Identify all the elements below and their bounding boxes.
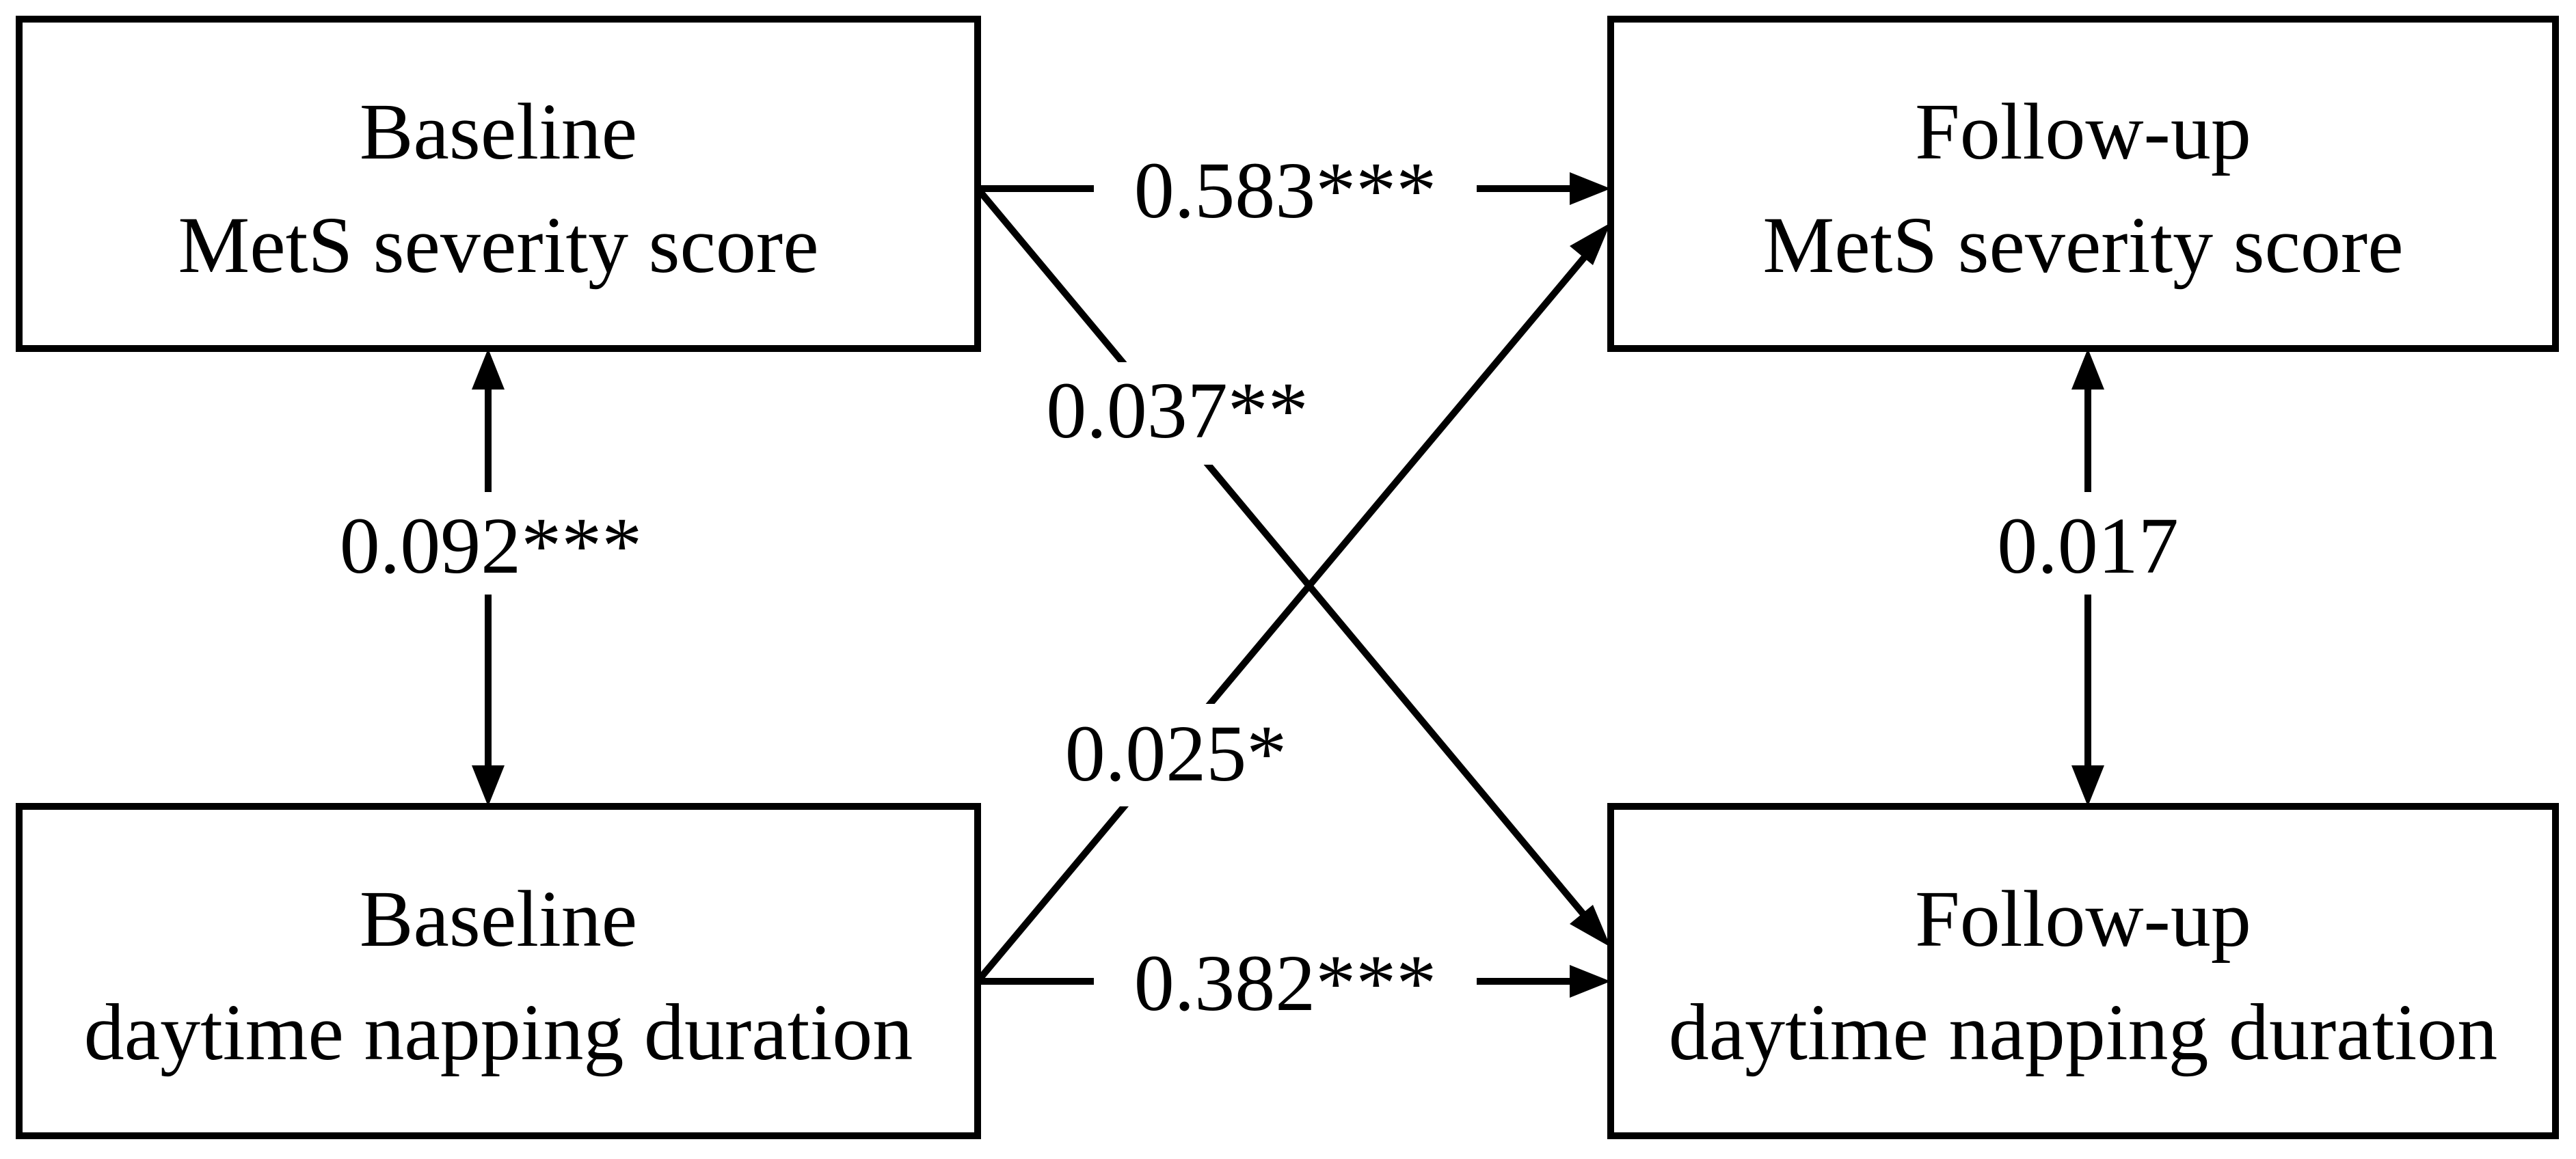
followup-nap-line1: Follow-up xyxy=(1915,874,2251,964)
arrowhead-baseline-corr-bottom xyxy=(472,765,505,806)
followup-nap-box xyxy=(1607,803,2559,1139)
edge-line-nap-to-mets xyxy=(975,254,1587,984)
arrowhead-mets-to-nap xyxy=(1570,905,1611,947)
followup-mets-box xyxy=(1607,16,2559,352)
arrowhead-mets-to-mets xyxy=(1570,172,1611,205)
followup-nap-line2: daytime napping duration xyxy=(1669,987,2498,1077)
edge-label-mets-to-mets: 0.583*** xyxy=(1134,146,1437,235)
baseline-nap-box xyxy=(16,803,981,1139)
arrowhead-followup-corr-bottom xyxy=(2071,765,2104,806)
edge-label-mets-to-nap: 0.037** xyxy=(1046,366,1309,455)
arrowhead-nap-to-nap xyxy=(1570,965,1611,998)
baseline-nap-line1: Baseline xyxy=(360,874,637,964)
edge-label-nap-to-mets: 0.025* xyxy=(1065,709,1287,798)
followup-mets-line1: Follow-up xyxy=(1915,87,2251,176)
baseline-mets-box xyxy=(16,16,981,352)
edge-label-baseline-corr: 0.092*** xyxy=(340,501,643,590)
edge-label-nap-to-nap: 0.382*** xyxy=(1134,938,1437,1028)
arrowhead-followup-corr-top xyxy=(2071,349,2104,390)
edge-label-followup-corr: 0.017 xyxy=(1997,501,2179,590)
arrowhead-baseline-corr-top xyxy=(472,349,505,390)
baseline-mets-line1: Baseline xyxy=(360,87,637,176)
followup-mets-line2: MetS severity score xyxy=(1762,200,2403,290)
baseline-mets-line2: MetS severity score xyxy=(178,200,818,290)
edge-line-mets-to-nap xyxy=(975,186,1587,918)
arrowhead-nap-to-mets xyxy=(1570,223,1611,265)
baseline-nap-line2: daytime napping duration xyxy=(84,987,913,1077)
